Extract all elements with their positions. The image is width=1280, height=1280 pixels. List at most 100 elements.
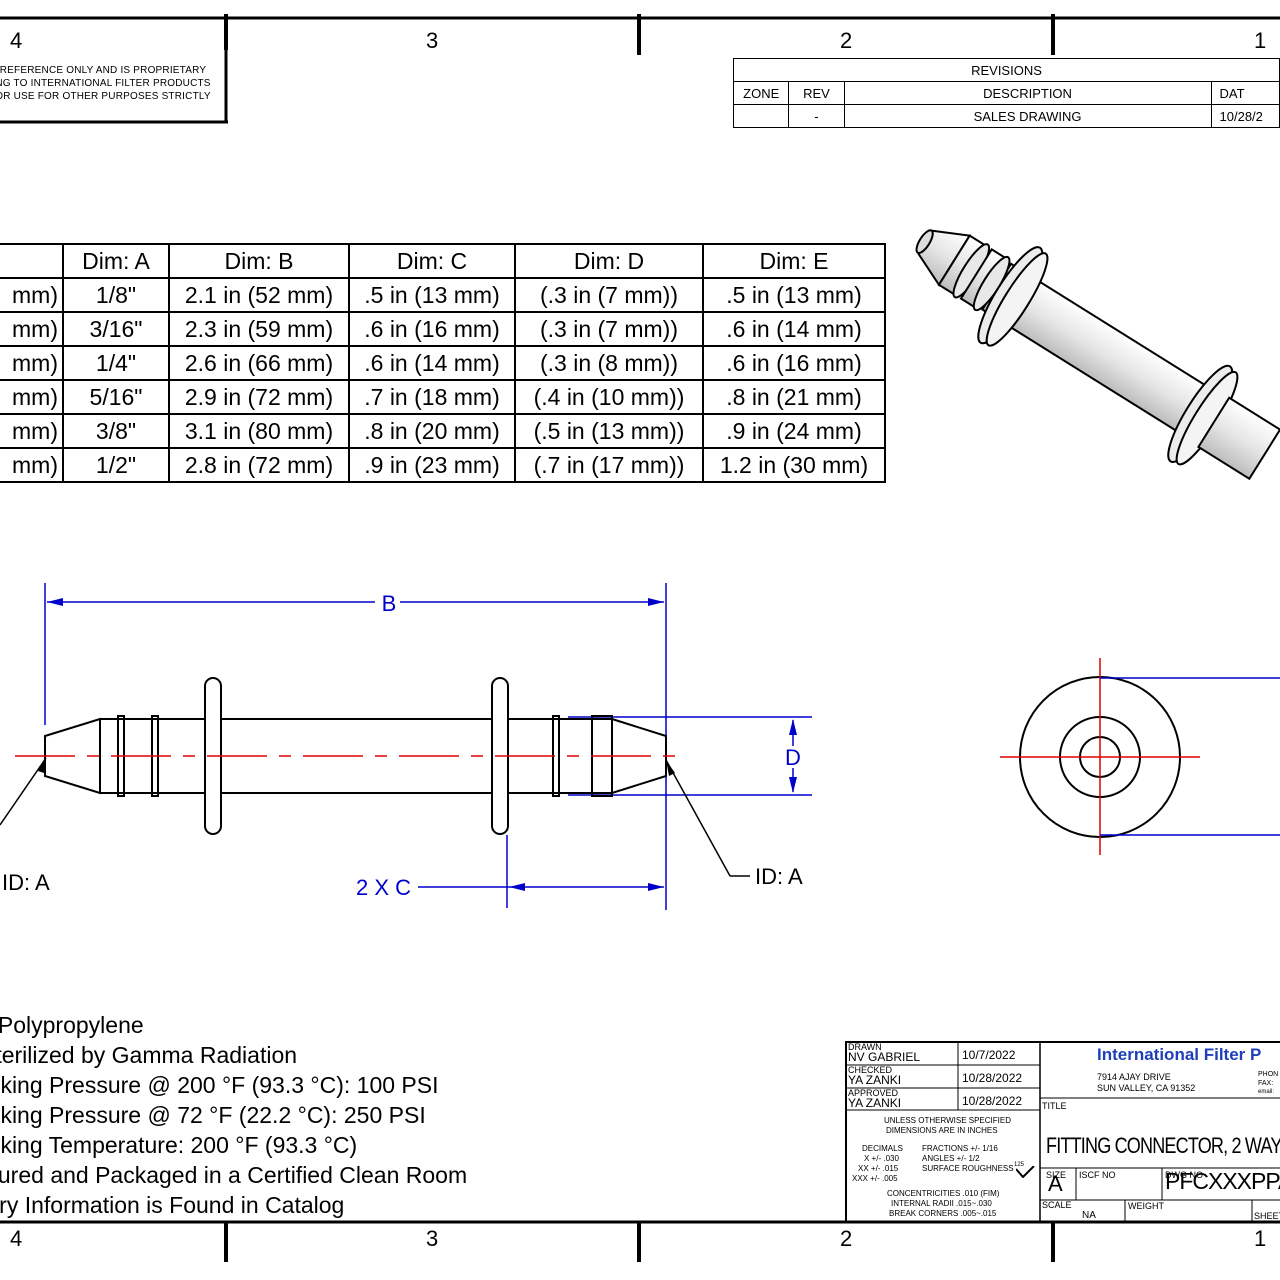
dims-cell: .6 in (16 mm) (348, 311, 516, 347)
fax-label: FAX: (1258, 1080, 1274, 1087)
end-view (1000, 658, 1280, 855)
dims-cell: 2.1 in (52 mm) (168, 277, 350, 313)
side-view: B D 2 X C ID: A ID: A (0, 583, 812, 910)
decimals-label: DECIMALS (862, 1144, 903, 1153)
zone-label-bottom-1: 1 (1254, 1226, 1267, 1251)
rev-cell-rev: - (788, 104, 845, 128)
title-label: TITLE (1042, 1101, 1067, 1111)
table-row: mm) 3/16" 2.3 in (59 mm) .6 in (16 mm) (… (0, 311, 886, 347)
dims-cell: mm) (0, 345, 64, 381)
table-row: mm) 3/8" 3.1 in (80 mm) .8 in (20 mm) (.… (0, 413, 886, 449)
dims-header: Dim: B (168, 243, 350, 279)
checked-label: CHECKED (848, 1065, 893, 1075)
note-line: Sterilized by Gamma Radiation (0, 1042, 298, 1068)
rev-header-zone: ZONE (732, 81, 790, 105)
zone-label-top-2: 2 (840, 28, 853, 53)
rev-header-description: DESCRIPTION (843, 81, 1212, 105)
zone-label-top-1: 1 (1254, 28, 1267, 53)
note-line: tory Information is Found in Catalog (0, 1192, 345, 1218)
dims-cell: (.4 in (10 mm)) (514, 379, 704, 415)
dims-header: Dim: D (514, 243, 704, 279)
drawn-label: DRAWN (848, 1042, 882, 1052)
sheet-label: SHEET (1254, 1211, 1280, 1221)
dims-cell: .6 in (16 mm) (702, 345, 886, 381)
surface-roughness-value: 125 (1014, 1162, 1025, 1168)
tolerance-header-1: UNLESS OTHERWISE SPECIFIED (884, 1116, 1011, 1125)
fractions-tolerance: FRACTIONS +/- 1/16 (922, 1144, 998, 1153)
dims-cell: .7 in (18 mm) (348, 379, 516, 415)
tolerance-header-2: DIMENSIONS ARE IN INCHES (886, 1126, 998, 1135)
company-name: International Filter P (1097, 1045, 1262, 1064)
xxx-tolerance: XXX +/- .005 (852, 1174, 898, 1183)
isometric-view (915, 229, 1280, 481)
dims-header: Dim: C (348, 243, 516, 279)
id-a-right-label: ID: A (755, 864, 803, 889)
dimension-b-label: B (382, 591, 397, 616)
dims-cell: mm) (0, 311, 64, 347)
drawn-name: NV GABRIEL (848, 1050, 921, 1064)
table-row: mm) 1/4" 2.6 in (66 mm) .6 in (14 mm) (.… (0, 345, 886, 381)
dwg-no-label: DWG NO (1165, 1170, 1203, 1180)
note-line: orking Temperature: 200 °F (93.3 °C) (0, 1132, 358, 1158)
size-label: SIZE (1046, 1170, 1067, 1180)
drawn-date: 10/7/2022 (962, 1048, 1016, 1062)
proprietary-line: REFERENCE ONLY AND IS PROPRIETARY (0, 65, 207, 76)
approved-date: 10/28/2022 (962, 1094, 1023, 1108)
checked-name: YA ZANKI (848, 1073, 902, 1087)
surface-finish-icon (1016, 1166, 1035, 1178)
proprietary-line: OR USE FOR OTHER PURPOSES STRICTLY (0, 91, 211, 102)
email-label: email: (1258, 1089, 1275, 1095)
approved-name: YA ZANKI (848, 1096, 902, 1110)
dimension-d-label: D (785, 745, 801, 770)
dims-cell: 2.6 in (66 mm) (168, 345, 350, 381)
dims-cell: (.3 in (8 mm)) (514, 345, 704, 381)
rev-cell-date: 10/28/2 (1210, 104, 1280, 128)
table-row: mm) 1/8" 2.1 in (52 mm) .5 in (13 mm) (.… (0, 277, 886, 313)
table-row: mm) 1/2" 2.8 in (72 mm) .9 in (23 mm) (.… (0, 447, 886, 483)
dims-cell: (.3 in (7 mm)) (514, 311, 704, 347)
company-address-2: SUN VALLEY, CA 91352 (1097, 1083, 1196, 1093)
dims-cell: .8 in (21 mm) (702, 379, 886, 415)
revisions-table: REVISIONS ZONE REV DESCRIPTION DAT - SAL… (732, 58, 1280, 128)
dwg-number: PFCXXXPPA (1165, 1168, 1280, 1194)
concentricities: CONCENTRICITIES .010 (FIM) (887, 1189, 1000, 1198)
size-value: A (1048, 1171, 1063, 1196)
approved-label: APPROVED (848, 1088, 899, 1098)
dimensions-table: Dim: A Dim: B Dim: C Dim: D Dim: E mm) 1… (0, 243, 886, 483)
scale-value: NA (1082, 1210, 1096, 1221)
dims-cell: mm) (0, 379, 64, 415)
internal-radii: INTERNAL RADII .015~.030 (891, 1199, 992, 1208)
dims-cell: .8 in (20 mm) (348, 413, 516, 449)
dims-cell: 1/4" (62, 345, 170, 381)
rev-header-rev: REV (788, 81, 845, 105)
weight-label: WEIGHT (1128, 1201, 1164, 1211)
dims-cell: (.5 in (13 mm)) (514, 413, 704, 449)
proprietary-line: NG TO INTERNATIONAL FILTER PRODUCTS (0, 78, 211, 89)
revisions-title: REVISIONS (733, 58, 1280, 82)
dims-cell: 3.1 in (80 mm) (168, 413, 350, 449)
company-address-1: 7914 AJAY DRIVE (1097, 1072, 1171, 1082)
zone-label-top-4: 4 (10, 28, 23, 53)
drawing-title: FITTING CONNECTOR, 2 WAY (1046, 1133, 1280, 1158)
id-a-left-label: ID: A (2, 870, 50, 895)
dims-header: Dim: A (62, 243, 170, 279)
angles-tolerance: ANGLES +/- 1/2 (922, 1154, 980, 1163)
dims-cell: .9 in (23 mm) (348, 447, 516, 483)
dims-cell: .6 in (14 mm) (348, 345, 516, 381)
dims-cell: 2.9 in (72 mm) (168, 379, 350, 415)
dims-cell: .6 in (14 mm) (702, 311, 886, 347)
table-row: mm) 5/16" 2.9 in (72 mm) .7 in (18 mm) (… (0, 379, 886, 415)
break-corners: BREAK CORNERS .005~.015 (889, 1209, 997, 1218)
dims-cell: .5 in (13 mm) (702, 277, 886, 313)
zone-label-bottom-3: 3 (426, 1226, 439, 1251)
dims-cell: (.7 in (17 mm)) (514, 447, 704, 483)
iscf-label: ISCF NO (1079, 1170, 1116, 1180)
dims-cell: 3/16" (62, 311, 170, 347)
dims-cell: 1/8" (62, 277, 170, 313)
dims-cell: mm) (0, 413, 64, 449)
surface-roughness: SURFACE ROUGHNESS (922, 1164, 1014, 1173)
x-tolerance: X +/- .030 (864, 1154, 899, 1163)
note-line: l: Polypropylene (0, 1012, 144, 1038)
note-line: orking Pressure @ 200 °F (93.3 °C): 100 … (0, 1072, 439, 1098)
